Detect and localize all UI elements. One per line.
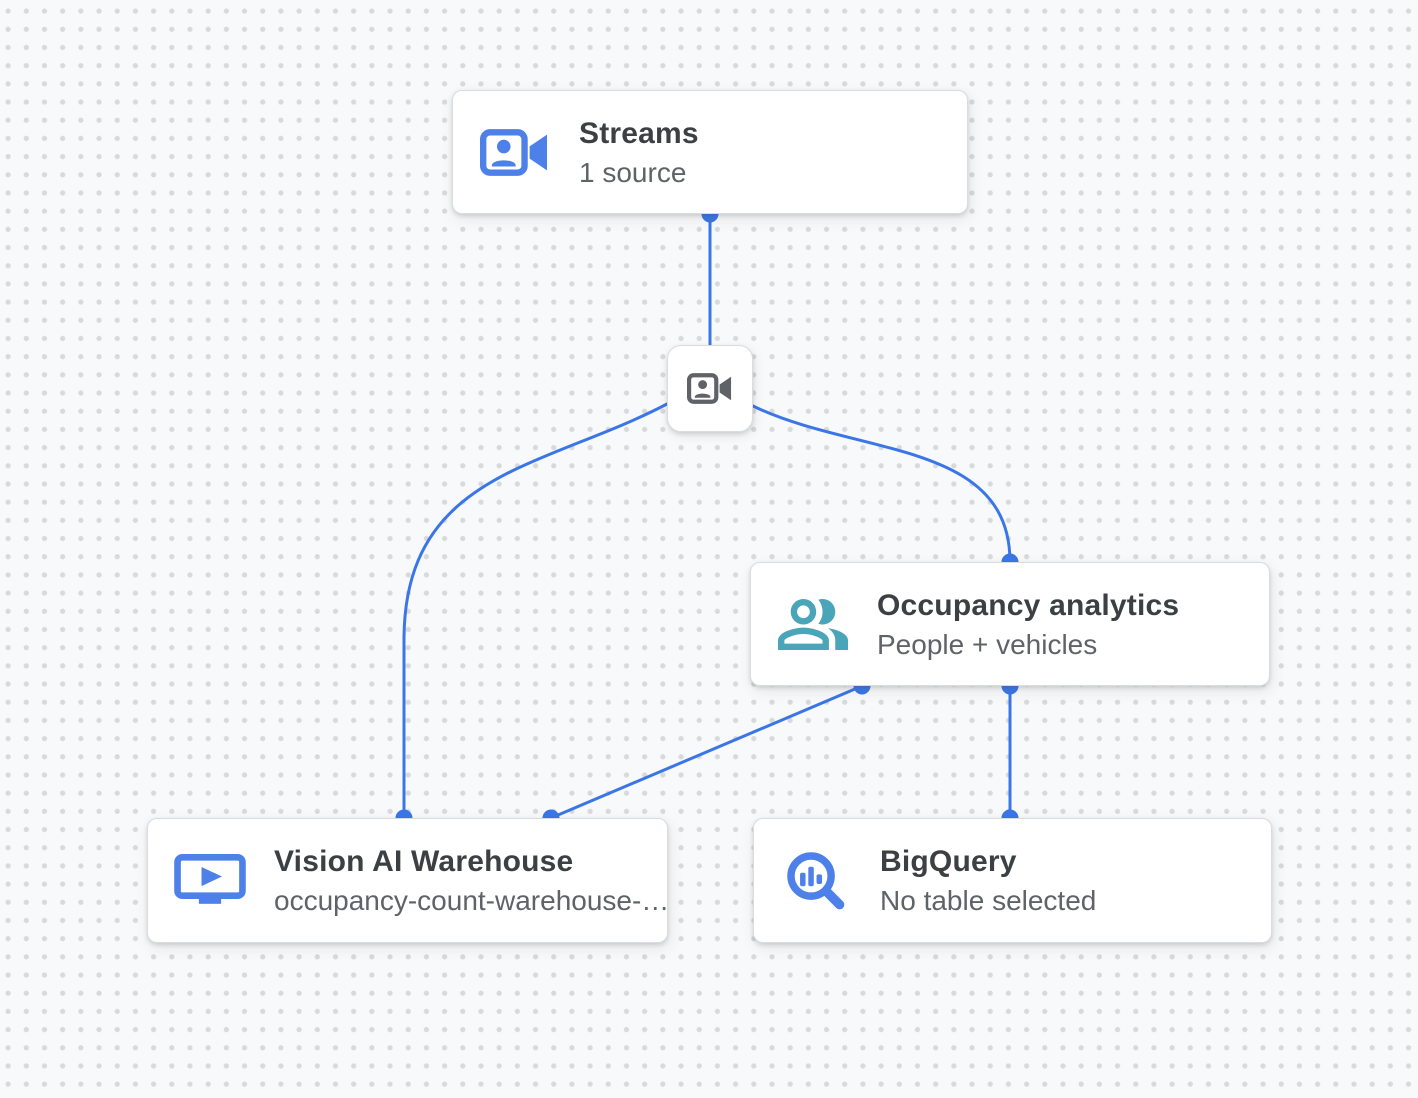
node-title: Streams bbox=[579, 116, 699, 150]
node-title: Vision AI Warehouse bbox=[274, 845, 574, 878]
node-subtitle: 1 source bbox=[579, 156, 687, 188]
node-stream-instance[interactable] bbox=[667, 345, 753, 432]
node-subtitle: People + vehicles bbox=[877, 628, 1098, 660]
smart-display-icon bbox=[172, 854, 248, 907]
node-title: BigQuery bbox=[880, 845, 1017, 878]
edge-occupancy-to-warehouse[interactable] bbox=[549, 684, 864, 820]
node-vision-ai-warehouse[interactable]: Vision AI Warehouse occupancy-count-ware… bbox=[147, 818, 670, 943]
node-streams[interactable]: Streams 1 source bbox=[452, 90, 968, 214]
search-chart-icon bbox=[778, 848, 854, 914]
node-title: Occupancy analytics bbox=[877, 588, 1180, 622]
video-camera-front-icon bbox=[687, 373, 733, 404]
node-subtitle: occupancy-count-warehouse-… bbox=[274, 885, 670, 916]
node-subtitle: No table selected bbox=[880, 885, 1097, 916]
edge-stream-node-to-occupancy[interactable] bbox=[751, 404, 1012, 564]
edge-stream-node-to-warehouse[interactable] bbox=[402, 402, 669, 820]
video-camera-front-icon bbox=[477, 128, 553, 176]
people-icon bbox=[775, 598, 851, 650]
node-occupancy-analytics[interactable]: Occupancy analytics People + vehicles bbox=[750, 562, 1270, 686]
node-bigquery[interactable]: BigQuery No table selected bbox=[753, 818, 1272, 943]
